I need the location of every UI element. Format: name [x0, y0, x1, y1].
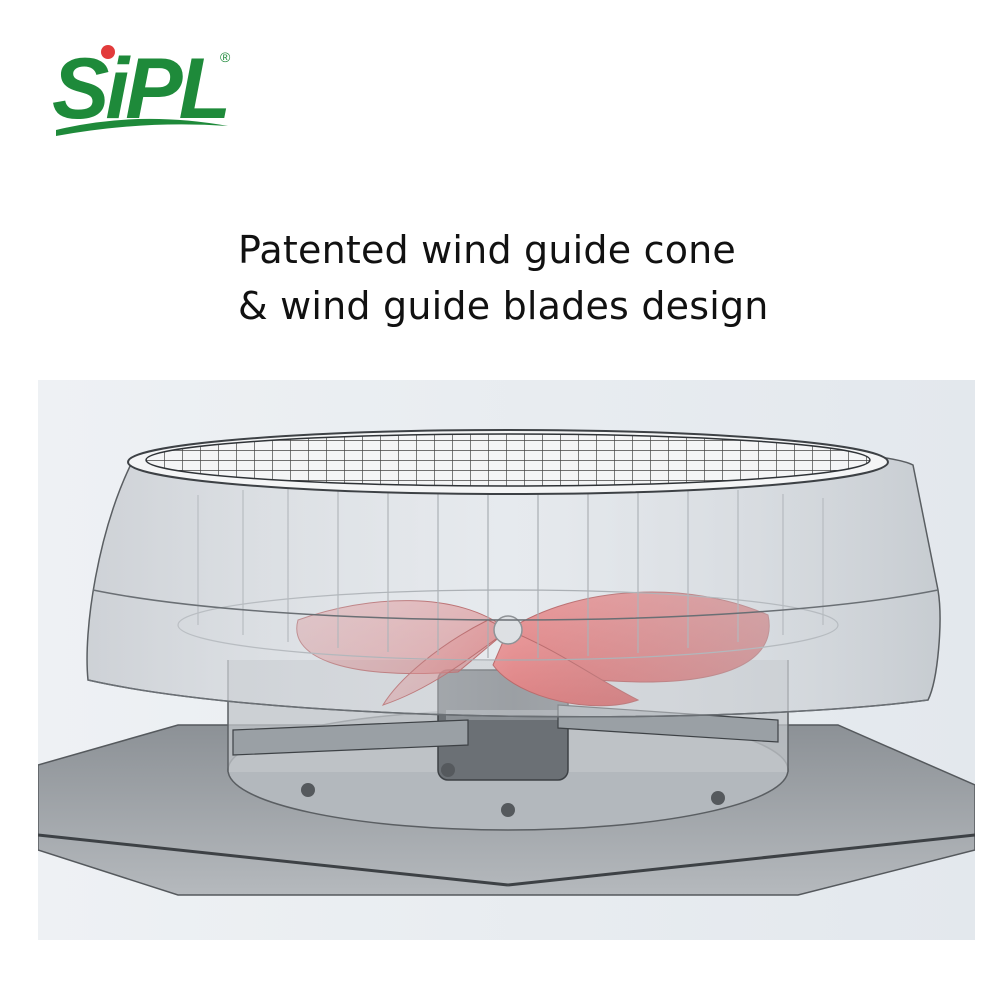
base-plate-groove	[507, 833, 975, 887]
brand-logo: SiPL ®	[52, 41, 231, 137]
logo-swoosh	[56, 118, 228, 136]
caption-line-2: & wind guide blades design	[238, 284, 769, 328]
logo-dot-accent	[101, 45, 115, 59]
mount-bracket-left	[232, 719, 469, 756]
bolt	[711, 791, 725, 805]
bolt	[301, 783, 315, 797]
feature-caption: Patented wind guide cone & wind guide bl…	[238, 222, 798, 334]
fan-render	[38, 380, 975, 940]
base-plate-groove	[38, 833, 509, 887]
bolt	[501, 803, 515, 817]
caption-line-1: Patented wind guide cone	[238, 228, 737, 272]
top-grille	[145, 433, 871, 487]
bolt	[441, 763, 455, 777]
registered-mark: ®	[220, 49, 231, 65]
